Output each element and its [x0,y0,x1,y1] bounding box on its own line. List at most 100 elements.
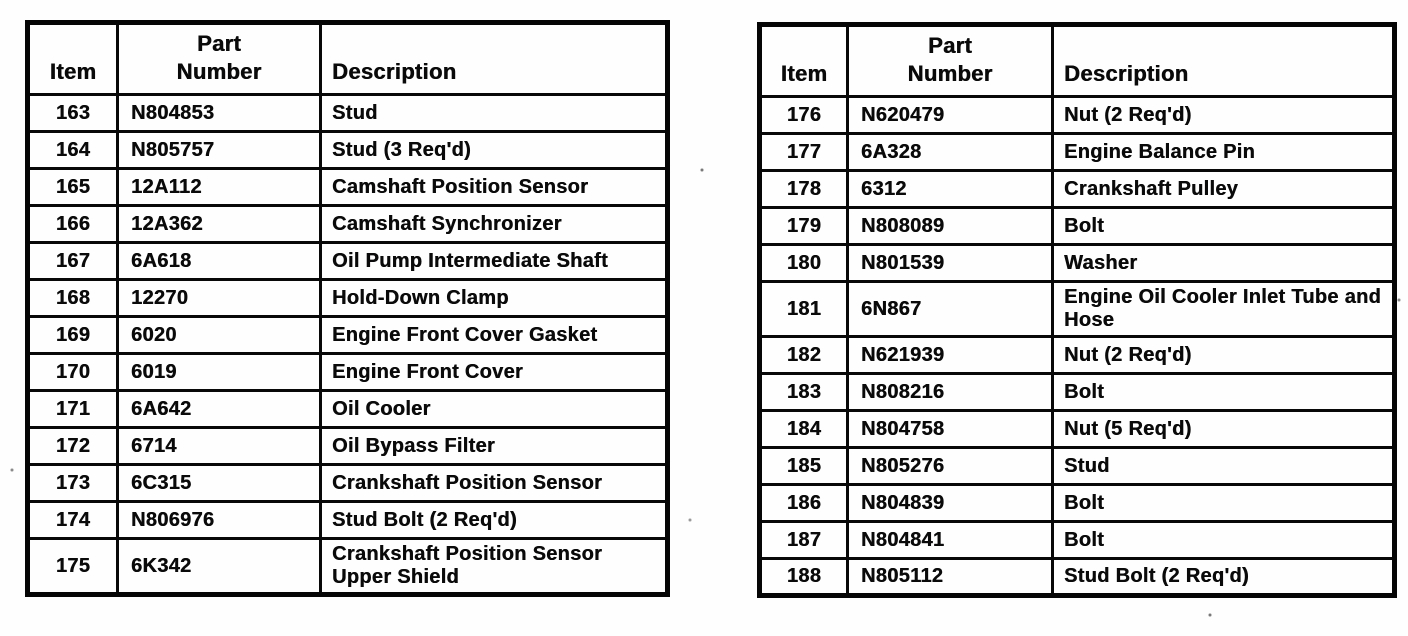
part-number-cell: 12A362 [116,204,322,244]
description-cell: Oil Cooler [319,389,669,429]
item-number-cell: 186 [758,483,849,523]
item-number-cell: 182 [758,335,849,375]
description-cell: Camshaft Position Sensor [319,167,669,207]
part-number-cell: N621939 [846,335,1054,375]
item-number-cell: 166 [26,204,119,244]
item-number-cell: 188 [758,557,849,597]
part-number-cell: 6312 [846,169,1054,209]
item-number-cell: 176 [758,95,849,135]
description-cell: Stud Bolt (2 Req'd) [319,500,669,540]
part-number-cell: N805276 [846,446,1054,486]
part-number-cell: 6A328 [846,132,1054,172]
description-cell: Hold-Down Clamp [319,278,669,318]
part-number-cell: 6A642 [116,389,322,429]
header-item: Item [26,21,119,96]
description-cell: Washer [1051,243,1396,283]
part-number-cell: 6C315 [116,463,322,503]
description-cell: Stud Bolt (2 Req'd) [1051,557,1396,597]
description-cell: Nut (2 Req'd) [1051,335,1396,375]
item-number-cell: 169 [26,315,119,355]
item-number-cell: 164 [26,130,119,170]
item-number-cell: 181 [758,280,849,338]
part-number-cell: N804841 [846,520,1054,560]
item-number-cell: 180 [758,243,849,283]
part-number-cell: N620479 [846,95,1054,135]
part-number-cell: N805757 [116,130,322,170]
item-number-cell: 183 [758,372,849,412]
item-number-cell: 187 [758,520,849,560]
item-number-cell: 173 [26,463,119,503]
item-number-cell: 177 [758,132,849,172]
description-cell: Engine Balance Pin [1051,132,1396,172]
description-cell: Engine Front Cover Gasket [319,315,669,355]
item-number-cell: 178 [758,169,849,209]
item-number-cell: 165 [26,167,119,207]
part-number-cell: 6714 [116,426,322,466]
description-cell: Nut (5 Req'd) [1051,409,1396,449]
item-number-cell: 171 [26,389,119,429]
header-item: Item [758,23,849,98]
description-cell: Bolt [1051,372,1396,412]
part-number-cell: N804758 [846,409,1054,449]
item-number-cell: 175 [26,537,119,596]
description-cell: Stud (3 Req'd) [319,130,669,170]
description-cell: Bolt [1051,520,1396,560]
part-number-cell: 12A112 [116,167,322,207]
part-number-cell: N804839 [846,483,1054,523]
header-description: Description [319,21,669,96]
header-row: Item Part Number Description [758,23,1396,98]
part-number-cell: N806976 [116,500,322,540]
description-cell: Crankshaft Position Sensor Upper Shield [319,537,669,596]
description-cell: Nut (2 Req'd) [1051,95,1396,135]
item-number-cell: 170 [26,352,119,392]
description-cell: Oil Pump Intermediate Shaft [319,241,669,281]
description-cell: Oil Bypass Filter [319,426,669,466]
description-cell: Stud [319,93,669,133]
item-number-cell: 174 [26,500,119,540]
part-number-cell: 6019 [116,352,322,392]
description-cell: Crankshaft Pulley [1051,169,1396,209]
item-number-cell: 185 [758,446,849,486]
part-number-cell: N804853 [116,93,322,133]
part-number-cell: 6N867 [846,280,1054,338]
description-cell: Engine Oil Cooler Inlet Tube and Hose [1051,280,1396,338]
part-number-cell: 6K342 [116,537,322,596]
item-number-cell: 179 [758,206,849,246]
part-number-cell: 6020 [116,315,322,355]
item-number-cell: 168 [26,278,119,318]
header-part-number: Part Number [846,23,1054,98]
part-number-cell: N808089 [846,206,1054,246]
description-cell: Crankshaft Position Sensor [319,463,669,503]
part-number-cell: N808216 [846,372,1054,412]
description-cell: Engine Front Cover [319,352,669,392]
item-number-cell: 167 [26,241,119,281]
description-cell: Camshaft Synchronizer [319,204,669,244]
description-cell: Stud [1051,446,1396,486]
header-part-number: Part Number [116,21,322,96]
